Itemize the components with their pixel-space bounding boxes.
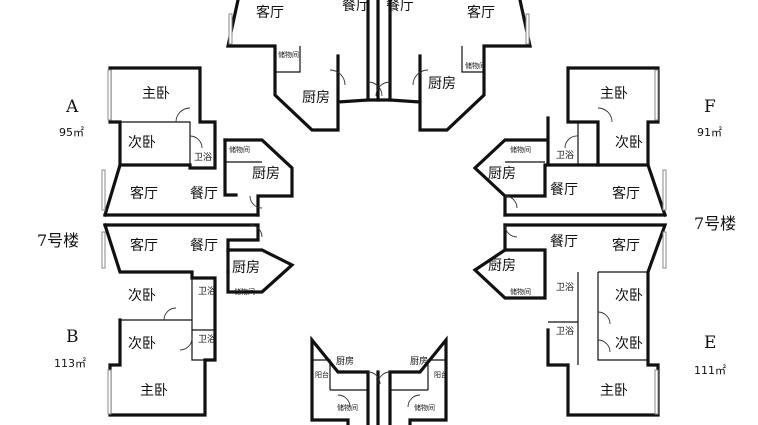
unit-b-living-label: 客厅 <box>130 237 158 254</box>
unit-a-living-label: 客厅 <box>130 185 158 202</box>
unit-b-second2-label: 次卧 <box>128 336 156 352</box>
unit-a-storage-label: 储物间 <box>229 145 250 154</box>
unit-a-area: 95㎡ <box>59 126 84 139</box>
unit-f <box>472 66 668 218</box>
unit-e-storage-label: 储物间 <box>510 287 531 296</box>
top-left-living-label: 客厅 <box>256 4 284 21</box>
unit-f-storage-label: 储物间 <box>510 145 531 154</box>
unit-a-letter: A <box>65 97 79 117</box>
top-right-kitchen-label: 厨房 <box>428 76 456 92</box>
top-left-storage-label: 储物间 <box>278 50 299 59</box>
unit-f-letter: F <box>704 97 716 117</box>
unit-f-bath-label: 卫浴 <box>556 150 574 161</box>
unit-a-kitchen-label: 厨房 <box>252 166 280 182</box>
top-right-living-label: 客厅 <box>467 4 495 21</box>
unit-b-kitchen-label: 厨房 <box>232 260 260 276</box>
unit-e-living-label: 客厅 <box>612 237 640 254</box>
unit-b-bath2-label: 卫浴 <box>198 334 216 345</box>
unit-b-letter: B <box>66 327 79 347</box>
building-label-right: 7号楼 <box>694 214 736 233</box>
unit-a-dining-label: 餐厅 <box>190 186 218 202</box>
unit-e-bath2-label: 卫浴 <box>556 326 574 337</box>
unit-e-bath1-label: 卫浴 <box>556 282 574 293</box>
top-right-storage-label: 储物间 <box>465 61 486 70</box>
unit-a-bath-label: 卫浴 <box>194 152 212 163</box>
unit-e-second1-label: 次卧 <box>615 288 643 304</box>
unit-a-second-label: 次卧 <box>128 135 156 151</box>
unit-b-storage-label: 储物间 <box>234 287 255 296</box>
unit-f-living-label: 客厅 <box>612 185 640 202</box>
bottom-left-storage-label: 储物间 <box>337 403 358 412</box>
unit-f-dining-label: 餐厅 <box>550 182 578 198</box>
unit-e-letter: E <box>704 333 716 353</box>
unit-b-master-label: 主卧 <box>140 383 168 399</box>
unit-e-kitchen-label: 厨房 <box>488 258 516 274</box>
unit-e-area: 111㎡ <box>694 364 726 377</box>
unit-e-second2-label: 次卧 <box>615 336 643 352</box>
unit-f-second-label: 次卧 <box>615 135 643 151</box>
top-units <box>226 0 532 132</box>
unit-b <box>101 222 295 417</box>
unit-e-master-label: 主卧 <box>600 383 628 399</box>
unit-a-master-label: 主卧 <box>142 86 170 102</box>
unit-e <box>472 223 668 417</box>
bottom-left-kitchen-label: 厨房 <box>336 355 354 367</box>
bottom-right-kitchen-label: 厨房 <box>410 355 428 367</box>
top-left-kitchen-label: 厨房 <box>302 90 330 106</box>
unit-b-dining-label: 餐厅 <box>190 238 218 254</box>
building-label-left: 7号楼 <box>37 231 79 250</box>
top-left-dining-label: 餐厅 <box>342 0 370 14</box>
bottom-left-balcony-label: 阳台 <box>315 370 329 379</box>
unit-f-kitchen-label: 厨房 <box>488 166 516 182</box>
top-right-dining-label: 餐厅 <box>386 0 414 14</box>
unit-a <box>101 66 294 217</box>
unit-f-area: 91㎡ <box>697 126 722 139</box>
unit-f-master-label: 主卧 <box>600 86 628 102</box>
unit-b-second1-label: 次卧 <box>128 288 156 304</box>
unit-b-bath1-label: 卫浴 <box>198 286 216 297</box>
bottom-right-balcony-label: 阳台 <box>434 370 448 379</box>
unit-b-area: 113㎡ <box>54 357 86 370</box>
unit-e-dining-label: 餐厅 <box>550 234 578 250</box>
bottom-units <box>310 335 448 425</box>
bottom-right-storage-label: 储物间 <box>414 403 435 412</box>
